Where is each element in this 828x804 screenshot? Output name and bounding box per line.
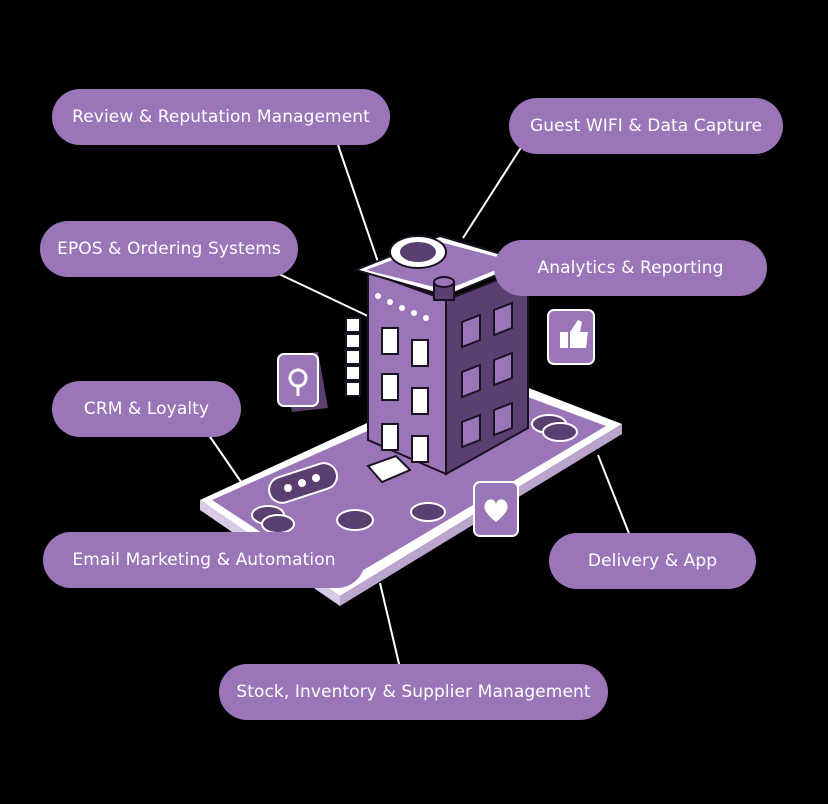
thumbs-up-icon <box>547 309 595 365</box>
label-analytics-reporting: Analytics & Reporting <box>494 240 767 296</box>
coin-icon <box>261 514 295 534</box>
coin-icon <box>410 502 446 522</box>
label-stock-inventory-supplier-management: Stock, Inventory & Supplier Management <box>219 664 608 720</box>
label-guest-wifi-data-capture: Guest WIFI & Data Capture <box>509 98 783 154</box>
hotel-building <box>345 234 531 484</box>
label-review-reputation-management: Review & Reputation Management <box>52 89 390 145</box>
connector-stock <box>379 582 401 669</box>
coin-icon <box>336 509 374 531</box>
label-delivery-app: Delivery & App <box>549 533 756 589</box>
vertical-hotel-sign <box>345 317 361 397</box>
label-crm-loyalty: CRM & Loyalty <box>52 381 241 437</box>
rating-stars-icon <box>268 462 338 504</box>
heart-icon <box>473 481 519 537</box>
location-pin-icon <box>277 352 328 412</box>
coin-icon <box>542 422 578 442</box>
coins-group <box>251 414 578 534</box>
building-windows <box>381 327 429 463</box>
connector-wifi <box>462 145 523 239</box>
label-epos-ordering-systems: EPOS & Ordering Systems <box>40 221 298 277</box>
connector-delivery <box>597 454 633 542</box>
connector-review <box>337 144 379 263</box>
hotel-stars-sign <box>375 293 429 321</box>
label-email-marketing-automation: Email Marketing & Automation <box>43 532 365 588</box>
